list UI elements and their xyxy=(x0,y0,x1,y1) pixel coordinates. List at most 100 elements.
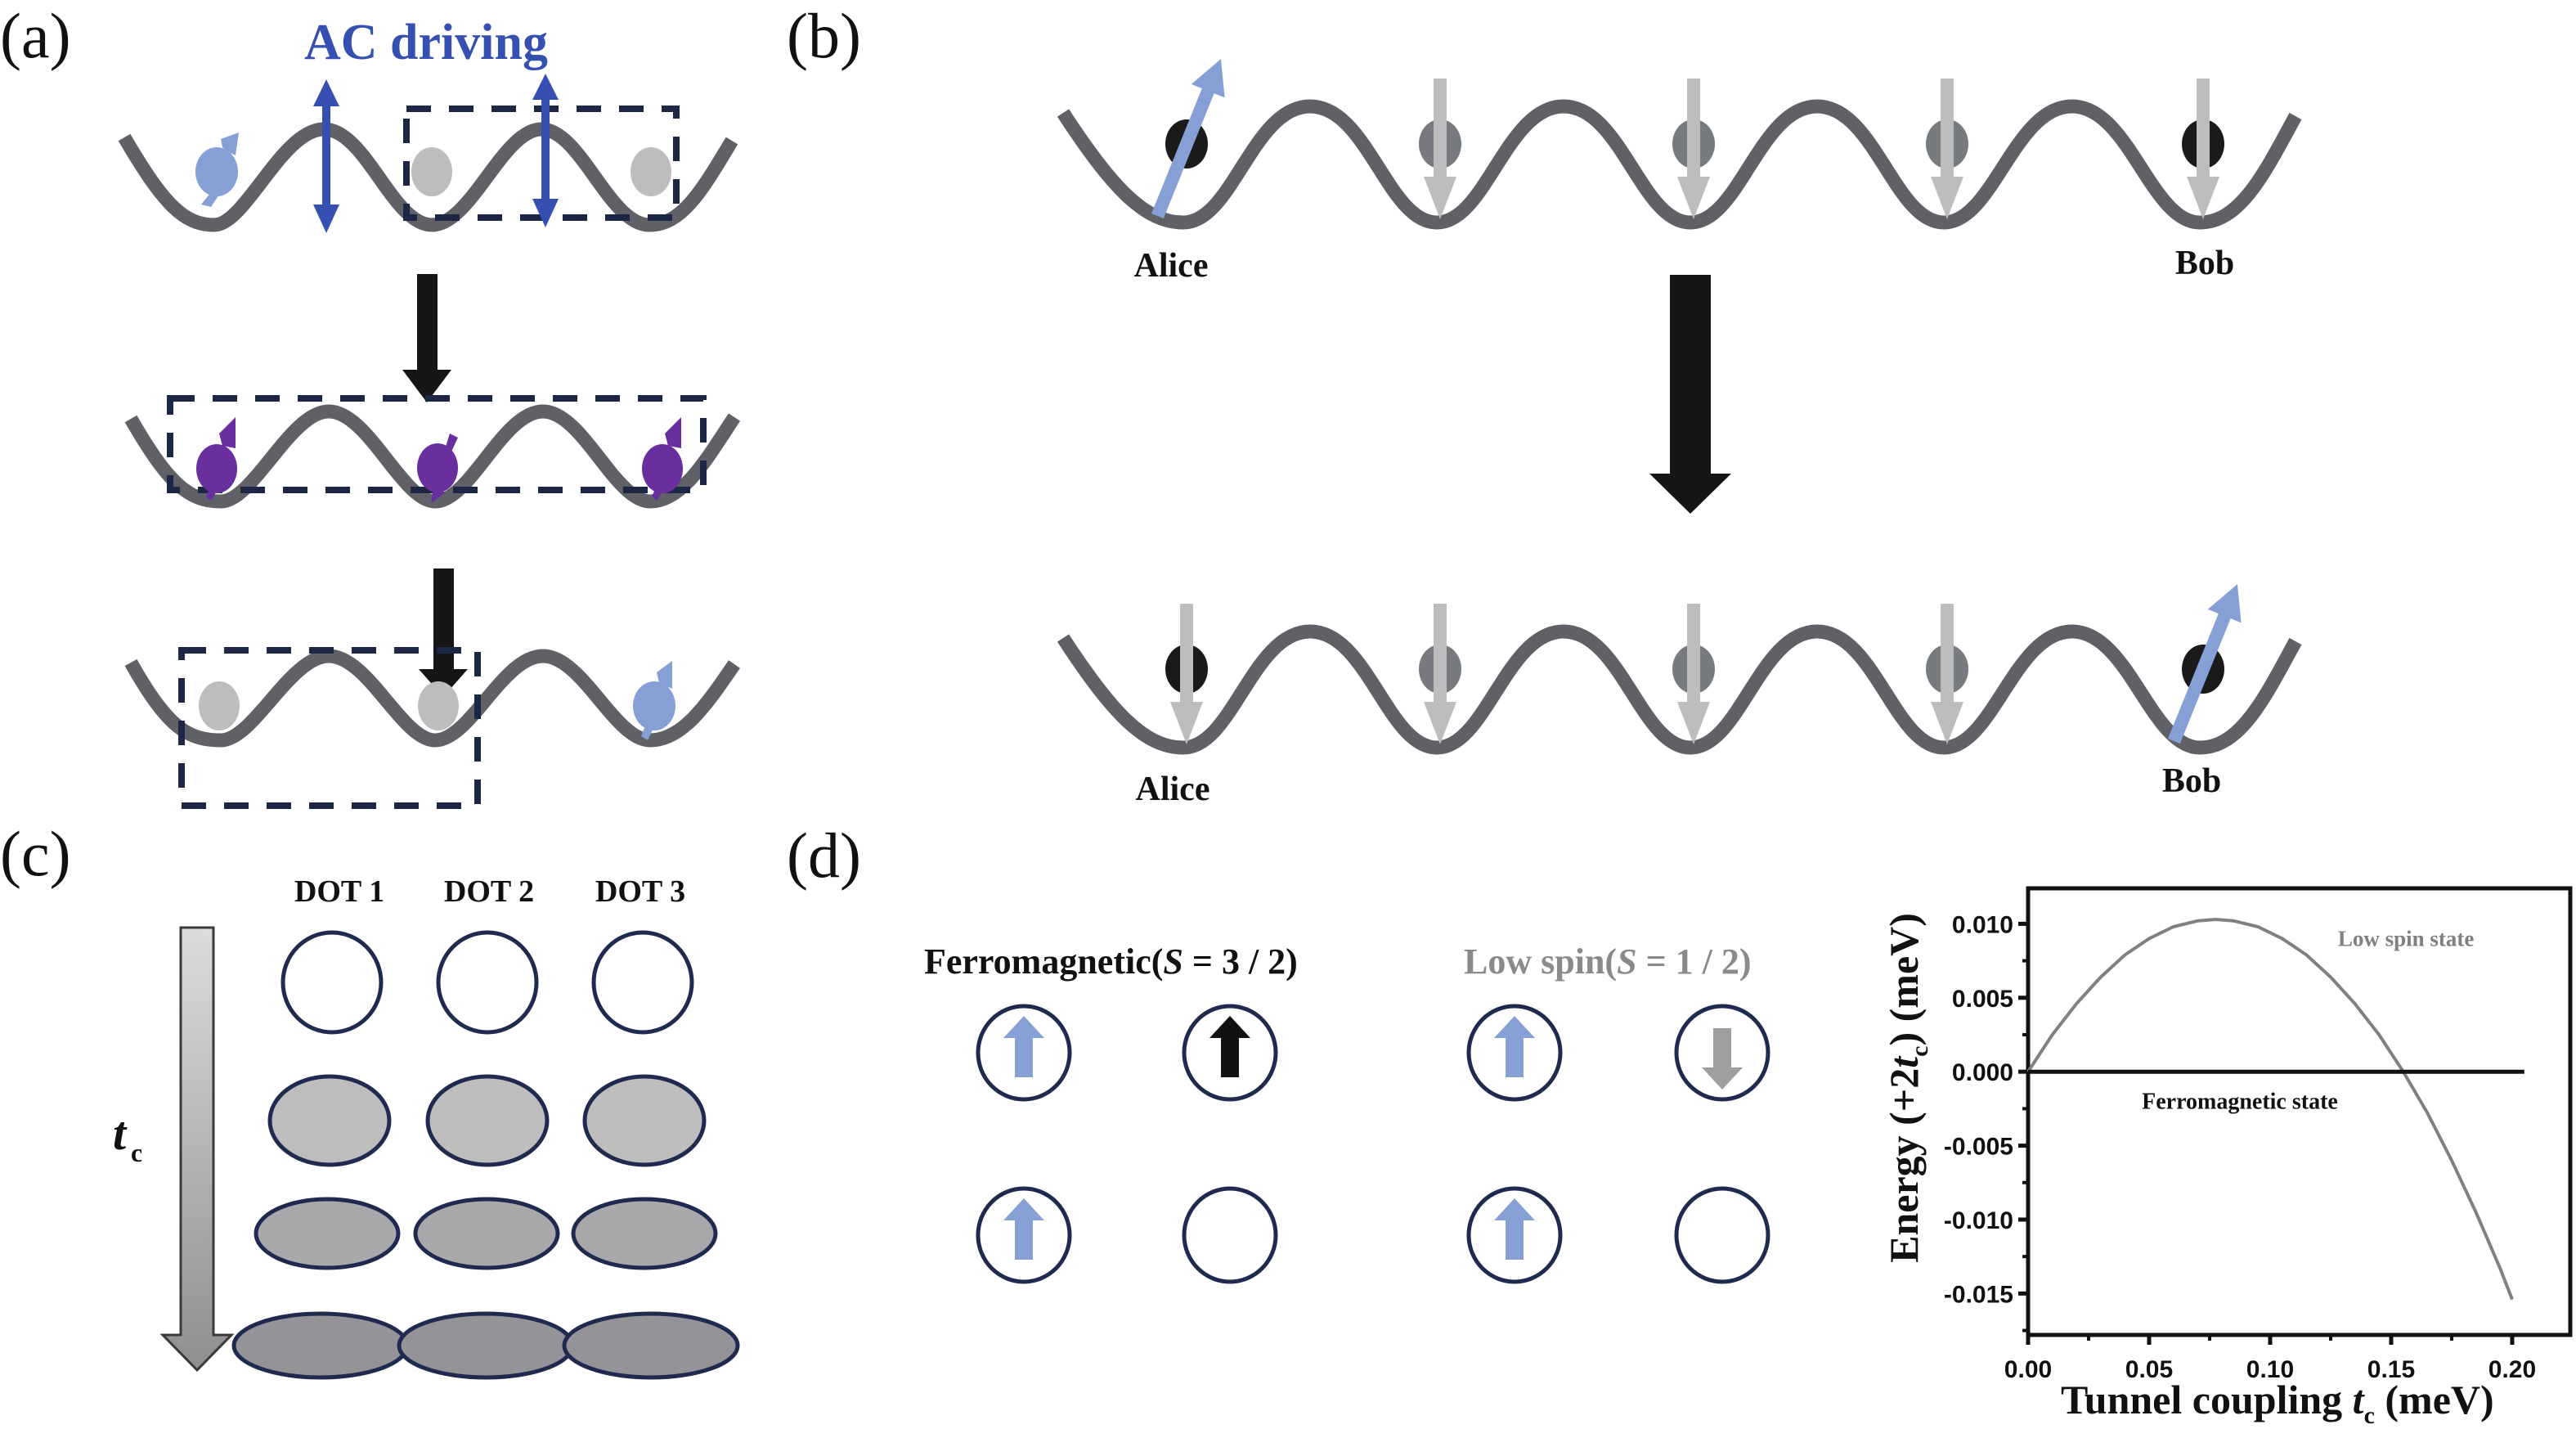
quantum-dot-r2-c1 xyxy=(267,1074,392,1167)
spin-light-a3 xyxy=(633,661,675,740)
transition-arrow-a2 xyxy=(419,568,468,697)
quantum-dot-r3-c2 xyxy=(413,1197,560,1270)
ferro-title-S: S xyxy=(1163,941,1183,982)
dot-3-label: DOT 3 xyxy=(595,874,685,909)
before-spin-down-arrow-icon-5 xyxy=(2187,79,2219,219)
ferromagnetic-title: Ferromagnetic(S = 3 / 2) xyxy=(924,941,1298,982)
quantum-dot-r4-c2 xyxy=(397,1311,575,1380)
series-low-spin-line xyxy=(2026,917,2514,1301)
tunnel-coupling-gradient-arrow xyxy=(159,926,235,1373)
panel-b-label: (b) xyxy=(787,0,861,71)
panel-c: (c) DOT 1 DOT 2 DOT 3 t c xyxy=(0,818,740,1380)
before-spin-down-arrow-icon-2 xyxy=(1424,79,1456,219)
y-tick-label-0: 0.010 xyxy=(1952,911,2013,938)
empty-dot-a3-2 xyxy=(418,681,459,730)
potential-wave-a2 xyxy=(124,404,741,509)
tc-axis-symbol: t xyxy=(113,1107,128,1160)
quantum-dot-r4-c1 xyxy=(231,1311,410,1380)
x-tick-label-0: 0.00 xyxy=(2004,1356,2052,1383)
x-tick-label-3: 0.15 xyxy=(2367,1356,2415,1383)
energy-chart: 0.00 0.05 0.10 0.15 0.20 0.010 0.005 0.000 -0.00… xyxy=(1881,886,2573,1429)
after-spin-up-arrow-icon xyxy=(2167,584,2242,744)
after-spin-down-arrow-icon-4 xyxy=(1931,604,1963,744)
panel-d-label: (d) xyxy=(787,820,861,891)
dot-2-label: DOT 2 xyxy=(444,874,534,909)
dot-grid xyxy=(231,930,740,1380)
lowspin-spin-up-arrow-icon-r2-c1 xyxy=(1494,1198,1535,1260)
low-spin-title: Low spin(S = 1 / 2) xyxy=(1464,941,1752,982)
annotation-low-spin: Low spin state xyxy=(2338,927,2475,951)
ferro-spin-up-arrow-icon-r1-c2 xyxy=(1209,1016,1250,1077)
dashed-box-a2 xyxy=(167,395,707,493)
ac-drive-arrow-1 xyxy=(313,79,339,233)
quantum-dot-r3-c3 xyxy=(571,1197,718,1270)
y-tick-label-5: -0.015 xyxy=(1944,1281,2013,1308)
alice-label-after: Alice xyxy=(1136,771,1210,808)
panel-c-label: (c) xyxy=(0,818,71,889)
ferro-spin-up-arrow-icon-r1-c1 xyxy=(1003,1016,1044,1077)
low-title-S: S xyxy=(1617,941,1636,982)
tc-axis-subscript: c xyxy=(131,1138,142,1167)
lowspin-spin-down-arrow-icon-r1-c2 xyxy=(1702,1028,1743,1090)
chain-after xyxy=(1057,584,2302,755)
before-wave xyxy=(1057,99,2302,230)
panel-b: (b) Alice Bob Alice Bob xyxy=(787,0,2302,808)
bob-label-before: Bob xyxy=(2175,245,2234,282)
before-spin-up-arrow-icon xyxy=(1151,59,1225,219)
low-title-text: Low spin( xyxy=(1464,941,1617,982)
quantum-dot-r2-c3 xyxy=(582,1074,707,1167)
quantum-dot-r1-c3 xyxy=(591,930,694,1035)
panel-a: (a) AC driving xyxy=(0,0,741,809)
empty-dot-a1-2 xyxy=(411,147,452,196)
transition-arrow-a1 xyxy=(402,274,451,402)
alice-label-before: Alice xyxy=(1134,247,1209,285)
quantum-dot-r4-c3 xyxy=(562,1311,740,1380)
low-title-value: = 1 / 2) xyxy=(1637,941,1752,982)
spin-configurations xyxy=(976,1004,1770,1284)
chain-before xyxy=(1057,59,2302,230)
bob-label-after: Bob xyxy=(2162,762,2221,800)
ac-driving-title: AC driving xyxy=(304,15,548,70)
x-tick-label-2: 0.10 xyxy=(2246,1356,2294,1383)
quantum-dot-r1-c2 xyxy=(436,930,539,1035)
quantum-dot-r1-c1 xyxy=(280,930,384,1035)
x-axis-label: Tunnel coupling tc (meV) xyxy=(2061,1377,2494,1429)
y-tick-label-4: -0.010 xyxy=(1944,1207,2013,1234)
after-spin-down-arrow-icon-3 xyxy=(1677,604,1710,744)
ferro-title-text: Ferromagnetic( xyxy=(924,941,1163,982)
transition-arrow-b xyxy=(1649,275,1731,514)
ac-drive-arrow-2 xyxy=(532,74,559,227)
after-spin-down-arrow-icon-2 xyxy=(1424,604,1456,744)
annotation-ferromagnetic: Ferromagnetic state xyxy=(2142,1089,2338,1114)
ferro-spin-up-arrow-icon-r2-c1 xyxy=(1003,1198,1044,1260)
panel-d: (d) Ferromagnetic(S = 3 / 2) Low spin(S … xyxy=(787,820,2573,1429)
dashed-box-a3 xyxy=(178,647,481,809)
before-spin-down-arrow-icon-3 xyxy=(1677,79,1710,219)
empty-dot-a1-3 xyxy=(631,147,671,196)
spin-purple-a2-1 xyxy=(196,417,237,501)
panel-a-label: (a) xyxy=(0,0,71,71)
y-tick-label-2: 0.000 xyxy=(1952,1059,2013,1086)
quantum-dot-r2-c2 xyxy=(425,1074,550,1167)
lowspin-spin-up-arrow-icon-r1-c1 xyxy=(1494,1016,1535,1077)
spin-purple-a2-3 xyxy=(642,417,683,501)
before-spin-down-arrow-icon-4 xyxy=(1931,79,1963,219)
x-tick-label-1: 0.05 xyxy=(2125,1356,2173,1383)
ferro-title-value: = 3 / 2) xyxy=(1183,941,1298,982)
x-tick-label-4: 0.20 xyxy=(2488,1356,2536,1383)
y-tick-label-3: -0.005 xyxy=(1944,1134,2013,1161)
after-spin-down-arrow-icon-1 xyxy=(1170,604,1203,744)
y-tick-label-1: 0.005 xyxy=(1952,986,2013,1013)
empty-dot-a3-1 xyxy=(199,681,240,730)
lowspin-dot-r2-c2 xyxy=(1674,1186,1770,1284)
spin-light-a1 xyxy=(195,133,239,207)
spin-purple-a2-2 xyxy=(417,434,458,503)
after-wave xyxy=(1057,624,2302,755)
ferro-dot-r2-c2 xyxy=(1182,1186,1278,1284)
y-axis-label: Energy (+2tc) (meV) xyxy=(1881,913,1933,1263)
potential-wave-a1 xyxy=(118,122,738,232)
dot-1-label: DOT 1 xyxy=(294,874,384,909)
plot-frame xyxy=(2026,886,2573,1337)
quantum-dot-r3-c1 xyxy=(254,1197,401,1270)
